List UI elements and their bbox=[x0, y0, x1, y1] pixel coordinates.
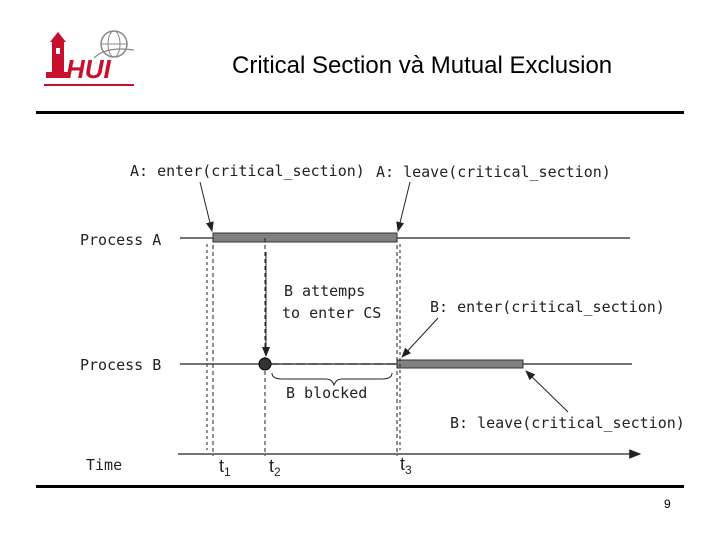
b-enter-label: B: enter(critical_section) bbox=[430, 298, 665, 316]
b-attempts-label-line2: to enter CS bbox=[282, 304, 381, 322]
a-leave-arrow bbox=[396, 181, 411, 232]
a-enter-label: A: enter(critical_section) bbox=[130, 162, 365, 180]
logo-tower-icon bbox=[46, 32, 70, 78]
t3-label: t3 bbox=[400, 454, 412, 477]
process-b-critical-bar bbox=[396, 359, 524, 369]
title-divider bbox=[36, 111, 684, 114]
b-blocked-label: B blocked bbox=[286, 384, 367, 402]
a-leave-label: A: leave(critical_section) bbox=[376, 163, 611, 181]
page-number: 9 bbox=[664, 497, 671, 511]
b-attempts-label-line1: B attemps bbox=[284, 282, 365, 300]
b-leave-label: B: leave(critical_section) bbox=[450, 414, 685, 432]
b-attempt-dot bbox=[258, 357, 272, 371]
logo-text: HUI bbox=[66, 54, 112, 84]
b-leave-arrow bbox=[525, 370, 569, 413]
b-enter-arrow bbox=[401, 317, 439, 358]
t1-label: t1 bbox=[219, 456, 231, 479]
process-b-label: Process B bbox=[80, 356, 161, 374]
process-a-critical-bar bbox=[212, 232, 398, 243]
slide-title: Critical Section và Mutual Exclusion bbox=[232, 52, 613, 79]
footer-divider bbox=[36, 485, 684, 488]
process-a-label: Process A bbox=[80, 231, 161, 249]
b-blocked-brace bbox=[271, 372, 393, 387]
a-enter-arrow bbox=[199, 181, 214, 232]
university-logo: HUI bbox=[44, 30, 135, 86]
time-label: Time bbox=[86, 456, 122, 474]
t2-label: t2 bbox=[269, 456, 281, 479]
logo-globe-icon bbox=[93, 30, 135, 59]
